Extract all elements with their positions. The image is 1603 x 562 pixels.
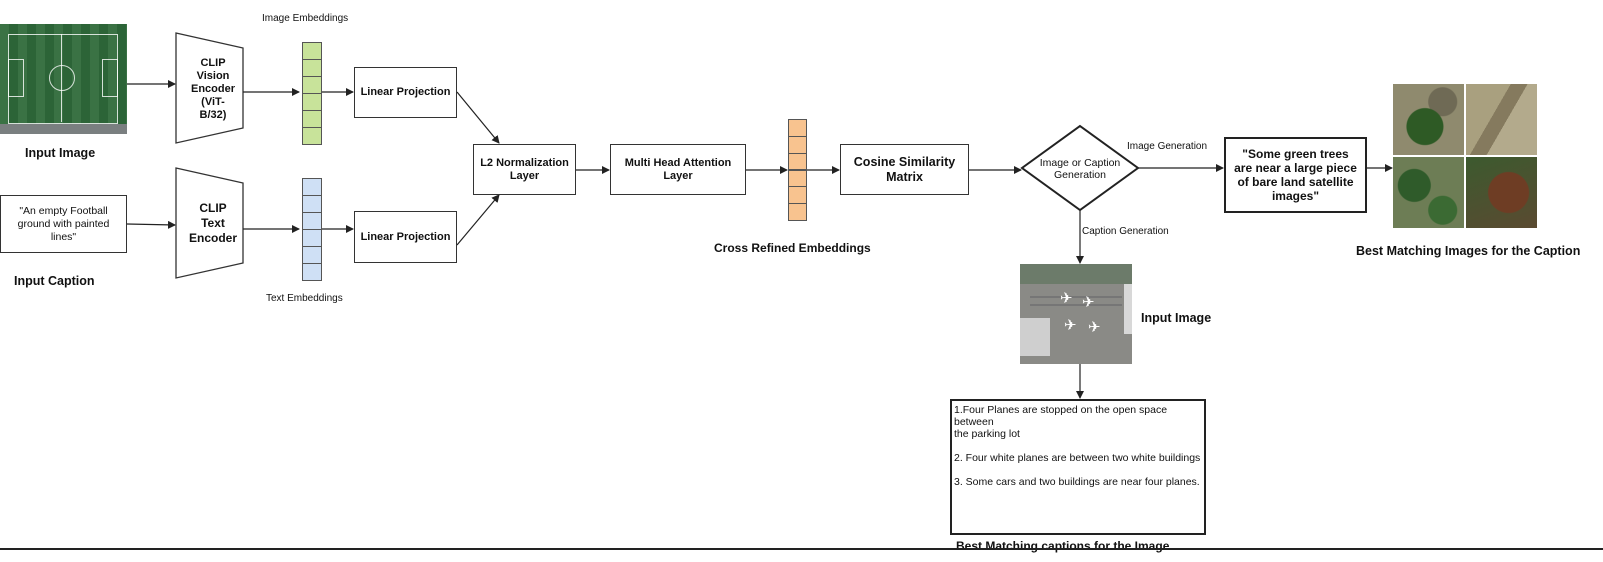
embedding-cell [788, 135, 807, 154]
bottom-border-line [0, 548, 1603, 550]
embedding-cell [788, 186, 807, 205]
satellite-image-4 [1466, 157, 1537, 228]
embedding-cell [302, 212, 322, 230]
generated-caption-text: "Some green trees are near a large piece… [1234, 147, 1357, 203]
input-image-football [0, 24, 127, 134]
multi-head-attention-layer: Multi Head Attention Layer [610, 144, 746, 195]
text-embeddings-label: Text Embeddings [266, 293, 343, 304]
image-embeddings-label: Image Embeddings [262, 13, 349, 24]
arrow-caption-to-text-encoder [126, 220, 176, 229]
best-matching-captions-label: Best Matching captions for the Image [956, 539, 1170, 553]
text-encoder-label: CLIP Text Encoder [188, 200, 237, 245]
best-matching-captions-box: 1.Four Planes are stopped on the open sp… [950, 399, 1206, 535]
best-matching-images-label: Best Matching Images for the Caption [1356, 244, 1581, 258]
embedding-cell [788, 152, 807, 171]
input-caption-text: "An empty Football ground with painted l… [17, 204, 110, 243]
image-generation-edge-label: Image Generation [1127, 141, 1208, 152]
l2-normalization-layer: L2 Normalization Layer [473, 144, 576, 195]
embedding-cell [302, 42, 322, 60]
embedding-cell [302, 110, 322, 128]
embedding-cell [302, 93, 322, 111]
embedding-cell [302, 263, 322, 281]
generated-caption-box: "Some green trees are near a large piece… [1224, 137, 1367, 213]
input-image-planes: ✈ ✈ ✈ ✈ [1020, 264, 1132, 364]
arrow-projection-top-to-l2 [456, 91, 500, 144]
embedding-cell [302, 76, 322, 94]
satellite-image-3 [1393, 157, 1464, 228]
embedding-cell [302, 178, 322, 196]
linear-projection-top: Linear Projection [354, 67, 457, 118]
input-caption-box: "An empty Football ground with painted l… [0, 195, 127, 253]
satellite-image-2 [1466, 84, 1537, 155]
linear-projection-bottom: Linear Projection [354, 211, 457, 263]
text-embedding-vector [302, 178, 322, 281]
input-image-label: Input Image [25, 146, 96, 160]
caption-generation-edge-label: Caption Generation [1082, 226, 1169, 237]
cross-refined-embeddings-label: Cross Refined Embeddings [714, 241, 871, 255]
decision-label: Image or Caption Generation [1039, 157, 1121, 181]
embedding-cell [302, 195, 322, 213]
vision-encoder-shape [175, 32, 244, 144]
satellite-image-1 [1393, 84, 1464, 155]
input-caption-label: Input Caption [14, 274, 95, 288]
best-matching-images-grid [1393, 84, 1537, 228]
arrow-projection-bottom-to-l2 [456, 194, 500, 246]
embedding-cell [302, 127, 322, 145]
embedding-cell [788, 119, 807, 137]
second-input-image-label: Input Image [1141, 311, 1212, 325]
embedding-cell [788, 203, 807, 221]
embedding-cell [302, 229, 322, 247]
cross-refined-embedding-vector [788, 119, 807, 221]
text-encoder-shape [175, 167, 244, 279]
embedding-cell [302, 246, 322, 264]
cosine-similarity-matrix: Cosine Similarity Matrix [840, 144, 969, 195]
embedding-cell [302, 59, 322, 77]
vision-encoder-label: CLIP Vision Encoder (ViT-B/32) [190, 56, 235, 121]
embedding-cell [788, 169, 807, 188]
image-embedding-vector [302, 42, 322, 145]
